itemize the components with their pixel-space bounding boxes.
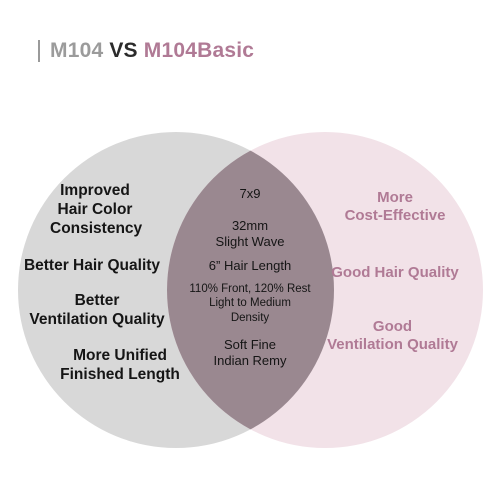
title-right-model: M104Basic [143,39,255,62]
page-title: M104 VS M104Basic [38,38,254,64]
shared-item-size: 7x9 [239,186,261,201]
left-item-hair-quality: Better Hair Quality [23,257,161,274]
right-item-hair-quality: Good Hair Quality [331,264,459,281]
title-accent-bar [38,40,40,62]
left-item-ventilation-quality: Better Ventilation Quality [29,292,165,328]
overlap-region [167,132,334,448]
shared-item-density: 110% Front, 120% Rest Light to Medium De… [189,283,311,324]
shared-item-curl: 32mm Slight Wave [215,218,285,250]
right-item-ventilation-quality: Good Ventilation Quality [327,318,458,354]
title-left-model: M104 [50,39,104,62]
left-item-finished-length: More Unified Finished Length [60,347,180,383]
shared-item-hair-type: Soft Fine Indian Remy [213,337,287,369]
title-vs: VS [109,39,138,62]
left-item-color-consistency: Improved Hair Color Consistency [50,182,143,237]
right-item-cost-effective: More Cost-Effective [344,189,446,225]
shared-item-hair-length: 6” Hair Length [208,258,292,273]
